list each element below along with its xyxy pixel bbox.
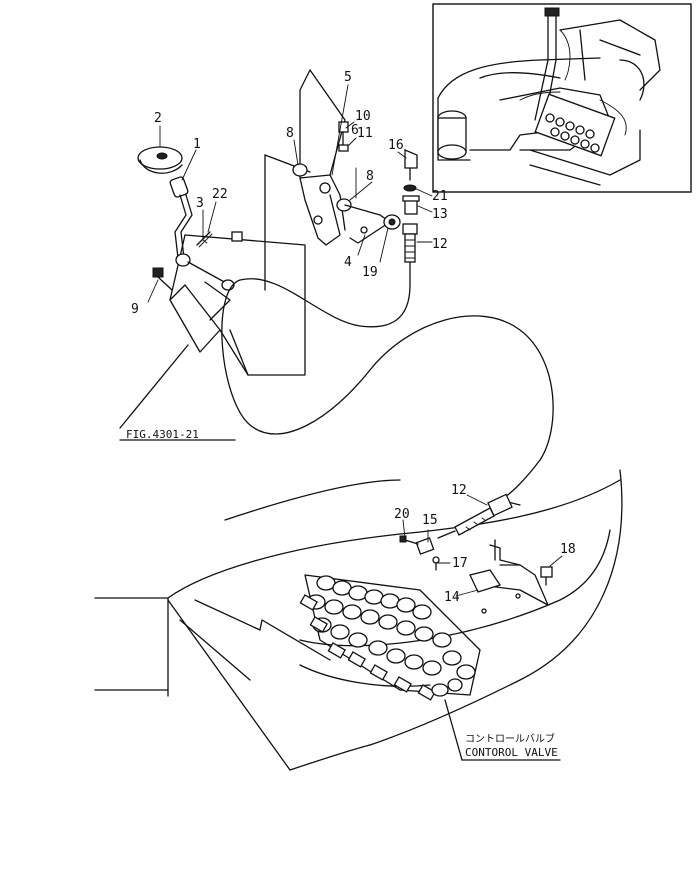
callout-9: 9 xyxy=(131,302,139,317)
callout-17: 17 xyxy=(452,556,468,571)
callout-12-lower: 12 xyxy=(451,483,467,498)
lever-assembly xyxy=(137,69,420,376)
callout-11: 11 xyxy=(357,126,373,141)
bracket-5 xyxy=(299,69,346,246)
lever-1 xyxy=(169,176,193,267)
callout-5: 5 xyxy=(344,70,352,85)
control-valve-label-en: CONTOROL VALVE xyxy=(465,746,558,759)
machine-frame xyxy=(94,469,623,771)
inset-view xyxy=(432,3,692,193)
callout-8-upper: 8 xyxy=(286,126,294,141)
callout-21: 21 xyxy=(432,189,448,204)
control-cable xyxy=(221,278,554,501)
callout-8-lower: 8 xyxy=(366,169,374,184)
callout-15: 15 xyxy=(422,513,438,528)
callout-leaders xyxy=(147,84,563,597)
callout-19: 19 xyxy=(362,265,378,280)
knob-2 xyxy=(137,146,183,174)
pin-3 xyxy=(196,231,213,248)
fig-reference: FIG.4301-21 xyxy=(119,344,236,441)
callout-20: 20 xyxy=(394,507,410,522)
callout-22: 22 xyxy=(212,187,228,202)
callout-numbers: 1 2 3 4 5 6 8 8 9 10 11 12 12 13 14 15 1… xyxy=(131,70,576,605)
callout-12-upper: 12 xyxy=(432,237,448,252)
callout-1: 1 xyxy=(193,137,201,152)
control-valve-bank xyxy=(299,574,481,761)
callout-6: 6 xyxy=(351,123,359,138)
callout-14: 14 xyxy=(444,590,460,605)
callout-2: 2 xyxy=(154,111,162,126)
bolt-9 xyxy=(152,267,173,291)
inset-valve-block xyxy=(534,93,616,157)
callout-16: 16 xyxy=(388,138,404,153)
callout-4: 4 xyxy=(344,255,352,270)
fig-reference-label: FIG.4301-21 xyxy=(126,428,199,441)
control-valve-label-jp: コントロールバルブ xyxy=(465,732,555,745)
callout-3: 3 xyxy=(196,196,204,211)
callout-10: 10 xyxy=(355,109,371,124)
cable-end-12-upper xyxy=(402,223,418,286)
valve-linkage xyxy=(399,493,553,614)
callout-13: 13 xyxy=(432,207,448,222)
control-valve-label: コントロールバルブ CONTOROL VALVE xyxy=(461,732,561,761)
callout-18: 18 xyxy=(560,542,576,557)
